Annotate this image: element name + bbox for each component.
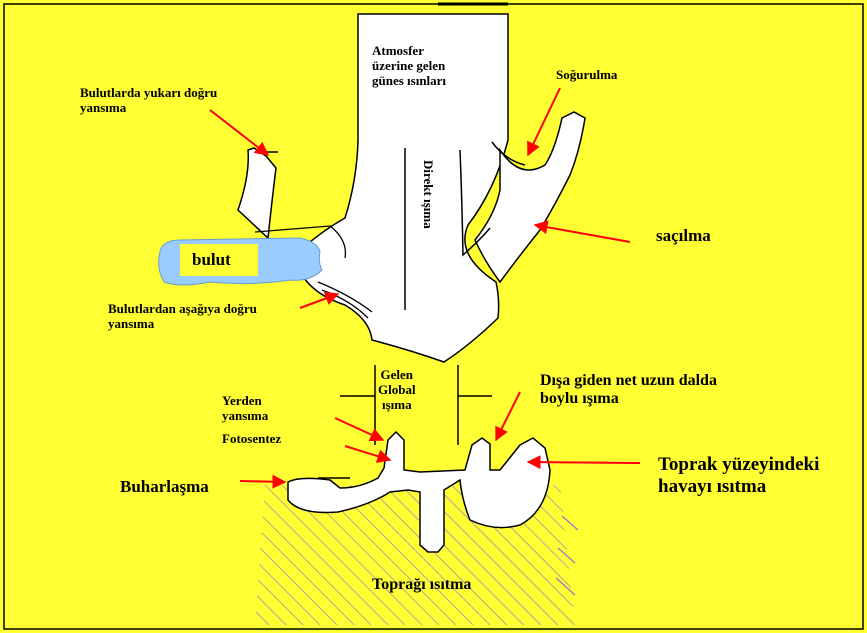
ground-reflection-label: Yerden yansıma [222,394,268,424]
scattering-label: saçılma [656,226,711,246]
reflect-down-line2: yansıma [108,317,257,332]
global-label-line2: Global [378,383,416,398]
outgoing-longwave-label: Dışa giden net uzun dalda boylu ışıma [540,372,717,409]
outgoing-line1: Dışa giden net uzun dalda [540,372,717,390]
global-label-line1: Gelen [378,368,416,383]
outgoing-line2: boylu ışıma [540,390,717,408]
incoming-radiation-label: Atmosfer üzerine gelen günes ısınları [372,44,446,89]
cloud-label: bulut [192,250,231,270]
reflect-down-label: Bulutlardan aşağıya doğru yansıma [108,302,257,332]
global-label-line3: ışıma [378,398,416,413]
absorption-label: Soğurulma [556,68,617,83]
evaporation-label: Buharlaşma [120,477,209,497]
air-heating-line1: Toprak yüzeyindeki [658,454,819,476]
ground-reflect-line1: Yerden [222,394,268,409]
incoming-label-line1: Atmosfer [372,44,446,59]
direct-radiation-label: Direkt ışıma [420,160,436,229]
reflect-up-label: Bulutlarda yukarı doğru yansıma [80,86,217,116]
incoming-label-line3: günes ısınları [372,74,446,89]
air-heating-label: Toprak yüzeyindeki havayı ısıtma [658,454,819,498]
global-radiation-label: Gelen Global ışıma [378,368,416,413]
air-heating-line2: havayı ısıtma [658,476,819,498]
reflect-up-line1: Bulutlarda yukarı doğru [80,86,217,101]
reflect-up-line2: yansıma [80,101,217,116]
incoming-label-line2: üzerine gelen [372,59,446,74]
cloud-reflection-up-arrow [238,148,276,238]
reflect-down-line1: Bulutlardan aşağıya doğru [108,302,257,317]
ground-reflect-line2: yansıma [222,409,268,424]
photosynthesis-label: Fotosentez [222,432,281,447]
soil-heating-label: Toprağı ısıtma [372,576,471,594]
